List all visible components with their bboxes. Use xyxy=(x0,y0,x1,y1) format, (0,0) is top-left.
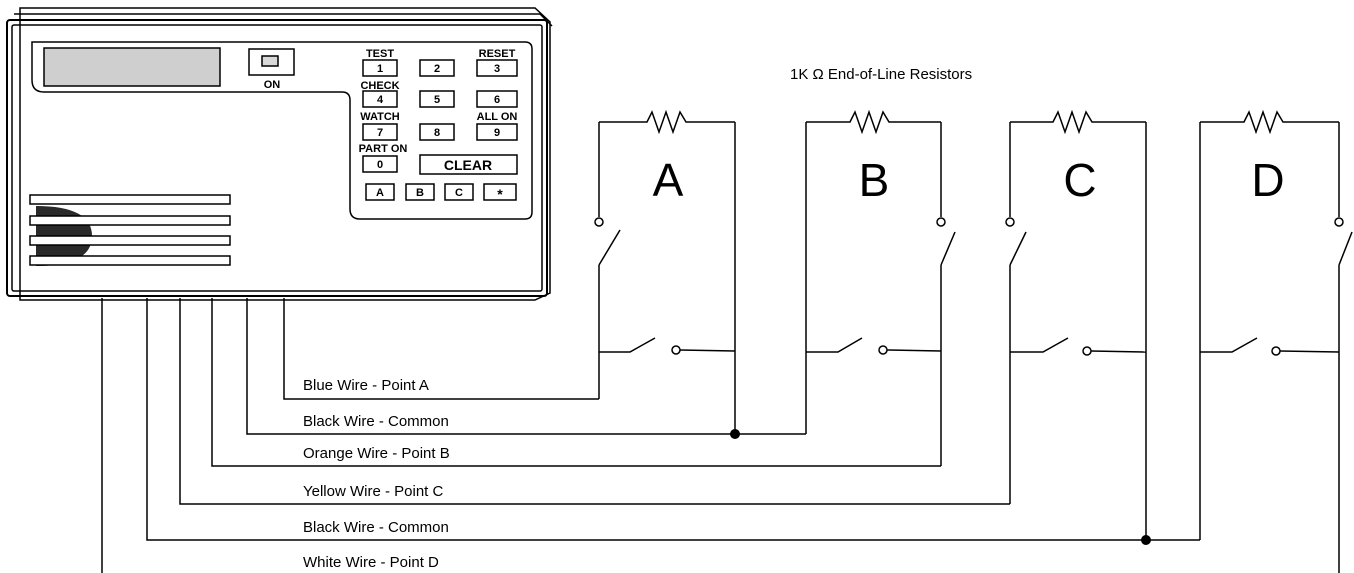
key-2[interactable] xyxy=(419,59,455,77)
key-4-function: CHECK xyxy=(360,80,399,92)
key-9-function: ALL ON xyxy=(477,111,518,123)
key-7[interactable] xyxy=(362,123,398,141)
key-c-label: C xyxy=(455,187,463,199)
key-star[interactable] xyxy=(483,183,517,201)
zone-a-label: A xyxy=(653,154,684,206)
key-2-label: 2 xyxy=(434,63,440,75)
key-6[interactable] xyxy=(476,90,518,108)
wire-label: Yellow Wire - Point C xyxy=(303,483,443,500)
key-5-label: 5 xyxy=(434,94,440,106)
key-1[interactable] xyxy=(362,59,398,77)
power-switch-toggle[interactable] xyxy=(261,55,279,67)
junction-dot xyxy=(730,429,740,439)
key-a[interactable] xyxy=(365,183,395,201)
speaker-grill xyxy=(29,194,231,266)
key-3[interactable] xyxy=(476,59,518,77)
wire-blue xyxy=(283,298,599,400)
key-6-label: 6 xyxy=(494,94,500,106)
zone-d-label: D xyxy=(1251,154,1284,206)
display-area xyxy=(31,41,533,220)
key-c[interactable] xyxy=(444,183,474,201)
key-3-label: 3 xyxy=(494,63,500,75)
wires xyxy=(101,298,1200,573)
zone-c-label: C xyxy=(1063,154,1096,206)
wire-label: Orange Wire - Point B xyxy=(303,445,450,462)
zone-b-label: B xyxy=(859,154,890,206)
keypad: 1 TEST 2 3 RESET 4 CHECK 5 6 7 WATCH 8 9… xyxy=(359,48,518,202)
key-9[interactable] xyxy=(476,123,518,141)
key-0-label: 0 xyxy=(377,159,383,171)
wire-orange xyxy=(211,298,941,467)
wire-black-common-2 xyxy=(146,298,1200,541)
panel-front xyxy=(6,19,548,297)
clear-key-label: CLEAR xyxy=(444,157,492,173)
key-7-function: WATCH xyxy=(360,111,400,123)
lcd-display xyxy=(43,47,221,87)
key-4[interactable] xyxy=(362,90,398,108)
wire-black-common-1 xyxy=(246,298,735,435)
clear-key[interactable] xyxy=(419,154,518,175)
zone-loops xyxy=(594,109,1353,573)
wire-label: White Wire - Point D xyxy=(303,554,439,571)
key-0[interactable] xyxy=(362,155,398,173)
key-3-function: RESET xyxy=(479,48,516,60)
key-star-label: * xyxy=(497,186,503,202)
key-b-label: B xyxy=(416,187,424,199)
junction-dot xyxy=(1141,535,1151,545)
key-7-label: 7 xyxy=(377,127,383,139)
control-panel: ON 1 TEST 2 3 RESET 4 CHECK 5 6 7 WATCH … xyxy=(6,7,553,301)
key-4-label: 4 xyxy=(377,94,384,106)
wire-yellow xyxy=(179,298,1010,505)
on-label: ON xyxy=(264,79,281,91)
wire-label: Black Wire - Common xyxy=(303,413,449,430)
wire-label: Black Wire - Common xyxy=(303,519,449,536)
power-switch[interactable] xyxy=(248,48,295,76)
key-1-function: TEST xyxy=(366,48,394,60)
key-b[interactable] xyxy=(405,183,435,201)
key-8-label: 8 xyxy=(434,127,440,139)
key-a-label: A xyxy=(376,187,384,199)
key-5[interactable] xyxy=(419,90,455,108)
resistor-title: 1K Ω End-of-Line Resistors xyxy=(790,66,972,83)
key-0-function: PART ON xyxy=(359,143,408,155)
key-9-label: 9 xyxy=(494,127,500,139)
key-1-label: 1 xyxy=(377,63,383,75)
wire-label: Blue Wire - Point A xyxy=(303,377,429,394)
key-8[interactable] xyxy=(419,123,455,141)
